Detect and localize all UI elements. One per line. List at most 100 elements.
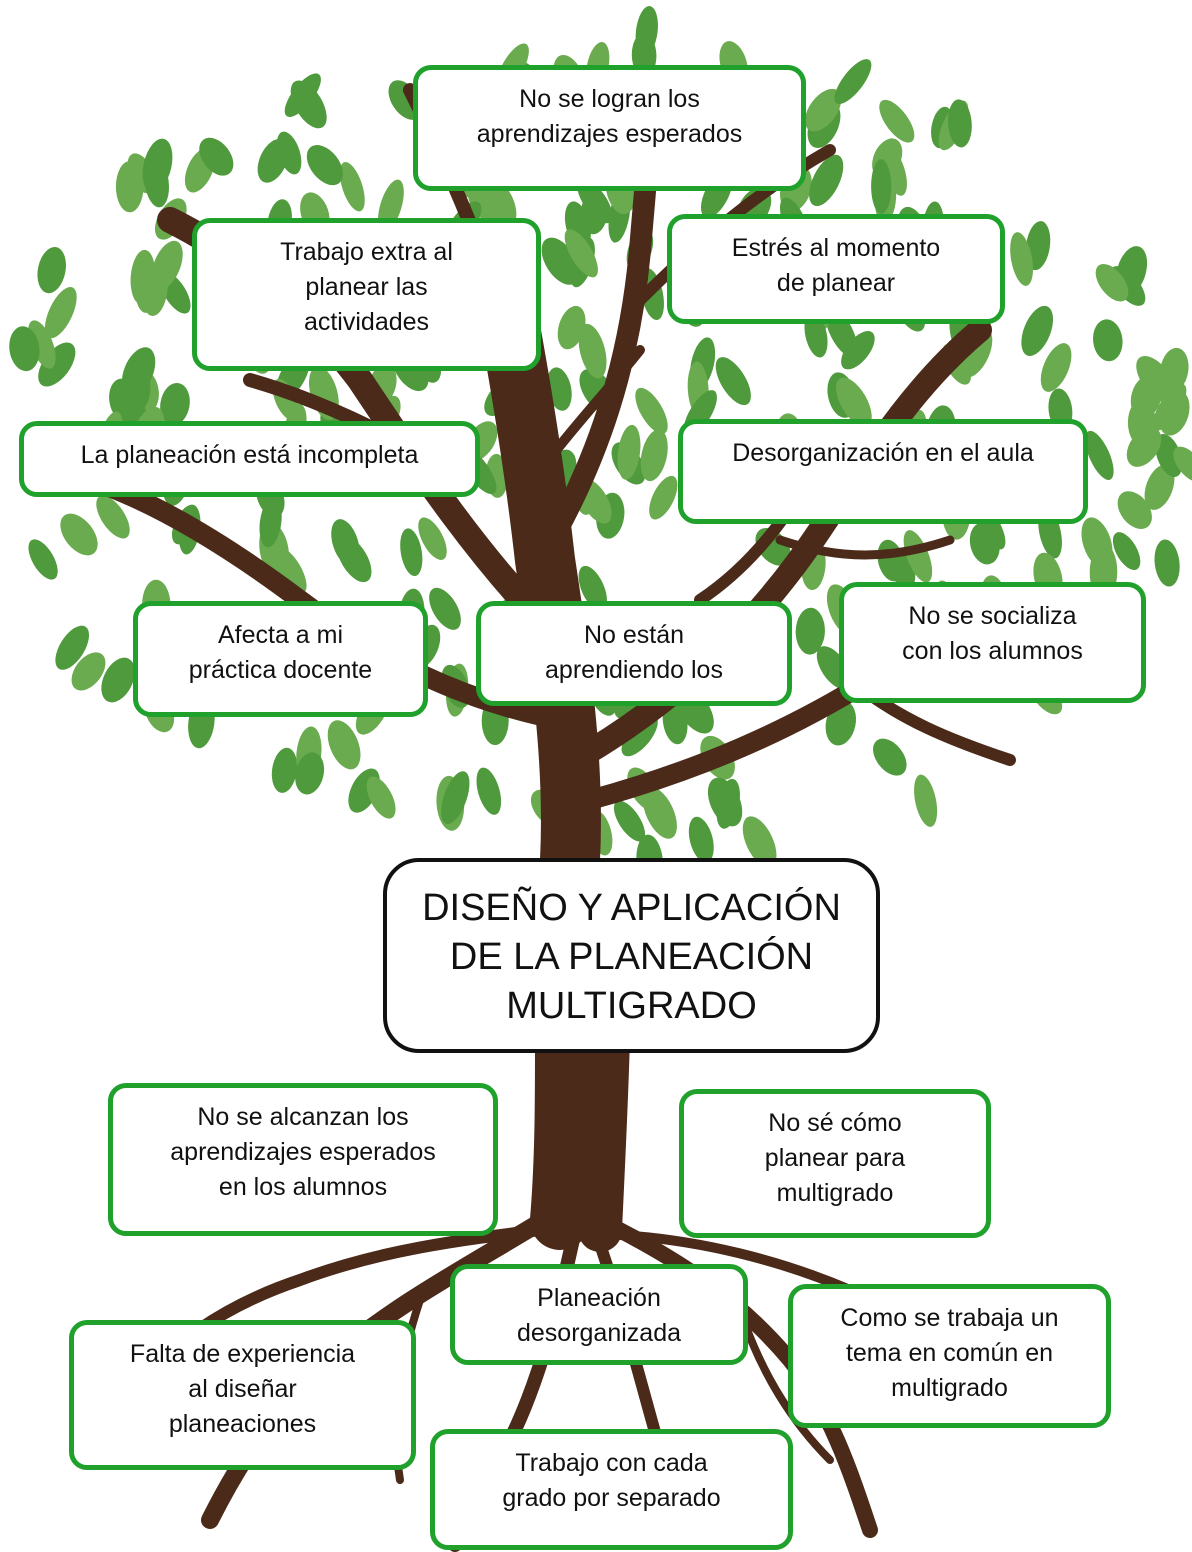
leaf — [125, 364, 151, 413]
leaf — [557, 305, 586, 350]
leaf — [1010, 232, 1034, 286]
leaf — [28, 539, 58, 580]
leaf — [914, 774, 938, 827]
leaf — [1112, 532, 1141, 571]
leaf — [37, 246, 66, 294]
leaf — [276, 131, 302, 175]
central-problem-line: DISEÑO Y APLICACIÓN — [422, 887, 841, 929]
leaf — [1117, 491, 1152, 529]
leaf — [617, 424, 641, 480]
effect-line: con los alumnos — [902, 637, 1083, 665]
leaf — [151, 240, 183, 291]
effect-line: de planear — [776, 269, 896, 297]
leaf — [96, 495, 130, 539]
leaf — [1040, 343, 1072, 392]
tree-trunk — [475, 270, 601, 1250]
effect-box: No se socializa con los alumnos — [839, 582, 1146, 703]
leaf — [873, 738, 907, 776]
leaf — [834, 59, 872, 105]
leaf — [879, 99, 915, 143]
effect-line: aprendizajes esperados — [476, 120, 743, 148]
branch — [515, 345, 645, 505]
leaf — [9, 326, 40, 372]
leaf — [101, 657, 135, 703]
cause-line: Falta de experiencia — [129, 1340, 356, 1368]
cause-line: No se alcanzan los — [197, 1103, 409, 1131]
leaf — [1155, 434, 1183, 477]
leaf — [199, 137, 234, 176]
effect-box: Trabajo extra al planear las actividades — [192, 218, 541, 371]
leaf — [271, 545, 307, 595]
effect-line: No se socializa — [908, 602, 1077, 630]
leaf — [613, 800, 646, 842]
effect-box: Afecta a mi práctica docente — [133, 601, 428, 717]
cause-line: planeaciones — [168, 1410, 317, 1438]
leaf — [649, 475, 678, 520]
leaf — [795, 607, 825, 655]
leaf — [546, 367, 572, 411]
cause-line: multigrado — [776, 1179, 894, 1207]
leaf — [1160, 347, 1189, 393]
central-problem: DISEÑO Y APLICACIÓN DE LA PLANEACIÓN MUL… — [383, 858, 880, 1053]
effect-line: Trabajo extra al — [280, 238, 453, 266]
cause-line: planear para — [764, 1144, 906, 1172]
leaf — [295, 752, 325, 795]
leaf — [60, 513, 98, 556]
leaf — [28, 320, 56, 369]
leaf — [336, 536, 372, 583]
effect-line: Desorganización en el aula — [732, 439, 1034, 467]
cause-line: Trabajo con cada — [515, 1449, 708, 1477]
leaf — [707, 777, 743, 827]
leaf — [1085, 430, 1114, 480]
leaf — [882, 146, 907, 196]
effect-box: Desorganización en el aula — [678, 419, 1088, 524]
cause-line: tema en común en — [845, 1339, 1054, 1367]
effect-line: actividades — [303, 308, 430, 336]
central-problem-line: DE LA PLANEACIÓN — [449, 936, 814, 978]
cause-line: Como se trabaja un — [840, 1304, 1059, 1332]
leaf — [642, 787, 677, 839]
leaf — [1173, 446, 1192, 483]
cause-line: al diseñar — [188, 1375, 297, 1403]
leaf — [903, 530, 933, 583]
cause-box: Como se trabaja un tema en común en mult… — [788, 1284, 1111, 1428]
cause-line: Planeación — [537, 1284, 661, 1312]
leaf — [144, 157, 170, 208]
leaf — [578, 323, 607, 379]
leaf — [578, 565, 608, 612]
effect-line: No se logran los — [519, 85, 700, 113]
leaf — [688, 816, 714, 863]
leaf — [259, 497, 282, 548]
leaf — [476, 767, 502, 815]
leaf — [969, 522, 1000, 565]
cause-box: No se alcanzan los aprendizajes esperado… — [108, 1083, 498, 1236]
cause-line: en los alumnos — [218, 1173, 388, 1201]
leaf — [635, 6, 658, 57]
effect-box: La planeación está incompleta — [19, 421, 480, 497]
leaf — [339, 161, 365, 212]
leaf — [284, 73, 321, 117]
leaf — [836, 377, 872, 427]
leaf — [71, 652, 106, 691]
leaf — [44, 286, 77, 339]
leaf — [871, 159, 892, 214]
central-problem-line: MULTIGRADO — [506, 985, 757, 1027]
leaf — [715, 357, 751, 406]
leaf — [1126, 426, 1162, 467]
leaf — [1144, 464, 1175, 510]
leaf — [327, 720, 361, 770]
leaf — [483, 179, 517, 228]
leaf — [306, 145, 344, 186]
leaf — [640, 429, 668, 482]
leaf — [55, 625, 90, 670]
branch — [775, 535, 955, 560]
effect-line: aprendiendo los — [545, 656, 723, 684]
leaf — [160, 382, 190, 426]
cause-box: Planeación desorganizada — [450, 1264, 748, 1365]
effect-line: Estrés al momento — [731, 234, 941, 262]
leaf — [441, 771, 470, 824]
leaf — [841, 330, 875, 370]
leaf — [809, 154, 844, 207]
leaf — [1095, 263, 1129, 302]
cause-line: No sé cómo — [768, 1109, 902, 1137]
